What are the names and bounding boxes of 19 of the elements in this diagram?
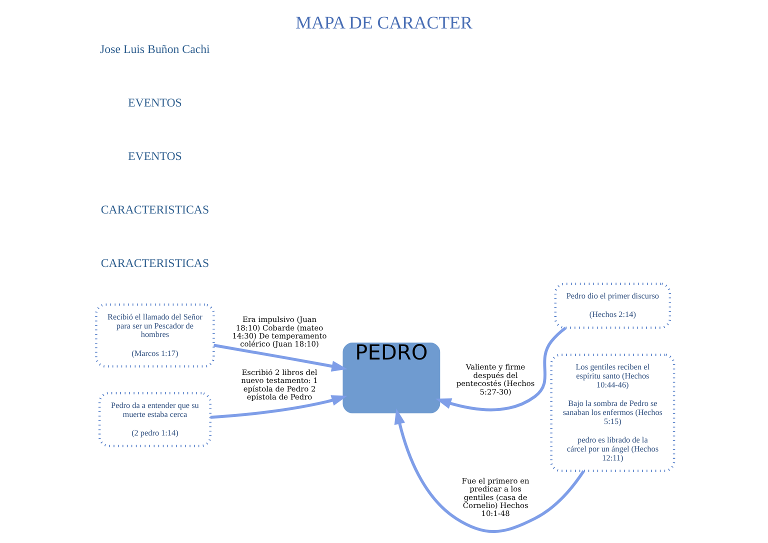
label: EVENTOS (128, 148, 182, 163)
diagram-title: MAPA DE CARACTER (296, 12, 472, 33)
edge-label: Era impulsivo (Juan 18:10) Cobarde (mateo 14:30) De temperamento colérico (Juan 18:10) (232, 315, 327, 349)
label: CARACTERISTICAS (100, 202, 210, 216)
node-box: PEDRO (342, 342, 440, 414)
edge-label: Escribió 2 libros del nuevo testamento: 1 epístola de Pedro 2 epístola de Pedro (241, 368, 318, 402)
label: EVENTOS (128, 95, 182, 110)
edge-label: Valiente y firme después del pentecostés (Hechos 5:27-30) (456, 362, 535, 396)
arrow (436, 326, 566, 412)
arrow (214, 344, 348, 372)
edge-label: Fue el primero en predicar a los gentiles (casa de Cornelio) Hechos 10:1-48 (462, 476, 530, 518)
node-box: Pedro dio el primer discurso (Hechos 2:14) (554, 282, 672, 329)
arrow (394, 408, 585, 533)
node-box: Pedro da a entender que su muerte estaba cerca (2 pedro 1:14) (98, 392, 212, 448)
node-box: Recibió el llamado del Señor para ser un Pescador de hombres (Marcos 1:17) (95, 304, 215, 368)
label: CARACTERISTICAS (100, 256, 210, 270)
arrow (210, 395, 348, 419)
node-box: Los gentiles reciben el espíritu santo (Hechos 10:44-46) Bajo la sombra de Pedro se sanaban los enfermos (Hechos 5:15) pedro es librado de la cárcel por un ángel (Hechos 12:11) (550, 354, 676, 472)
label: Jose Luis Buñon Cachi (100, 42, 210, 56)
